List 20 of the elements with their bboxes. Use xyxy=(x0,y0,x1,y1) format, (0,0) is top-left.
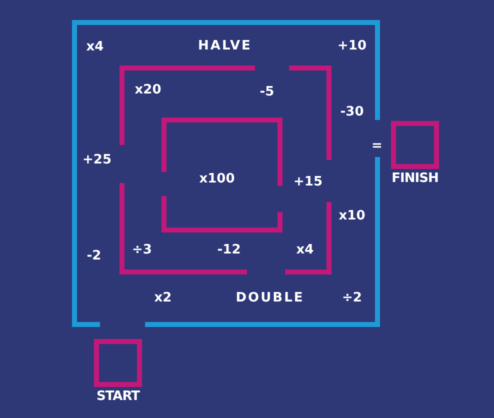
box-label: FINISH xyxy=(390,172,440,185)
operation-label: x100 xyxy=(199,172,235,186)
operation-label: +10 xyxy=(338,40,366,52)
operation-label: -5 xyxy=(260,86,274,98)
operation-label: x10 xyxy=(338,210,366,222)
operation-label: +15 xyxy=(294,176,322,188)
box-label: START xyxy=(95,390,141,403)
operation-label: x2 xyxy=(154,292,172,304)
operation-label: ÷3 xyxy=(132,244,152,256)
operation-label: x20 xyxy=(134,84,162,96)
instruction-label: HALVE xyxy=(198,40,252,52)
operation-label: x4 xyxy=(296,244,314,256)
instruction-label: DOUBLE xyxy=(236,292,304,304)
operation-label: x4 xyxy=(86,40,104,54)
equals-sign: = xyxy=(372,140,382,152)
operation-label: -30 xyxy=(340,106,364,118)
operation-label: -2 xyxy=(86,250,102,262)
operation-label: ÷2 xyxy=(342,292,362,304)
operation-label: -12 xyxy=(217,244,241,256)
operation-label: +25 xyxy=(82,154,112,166)
